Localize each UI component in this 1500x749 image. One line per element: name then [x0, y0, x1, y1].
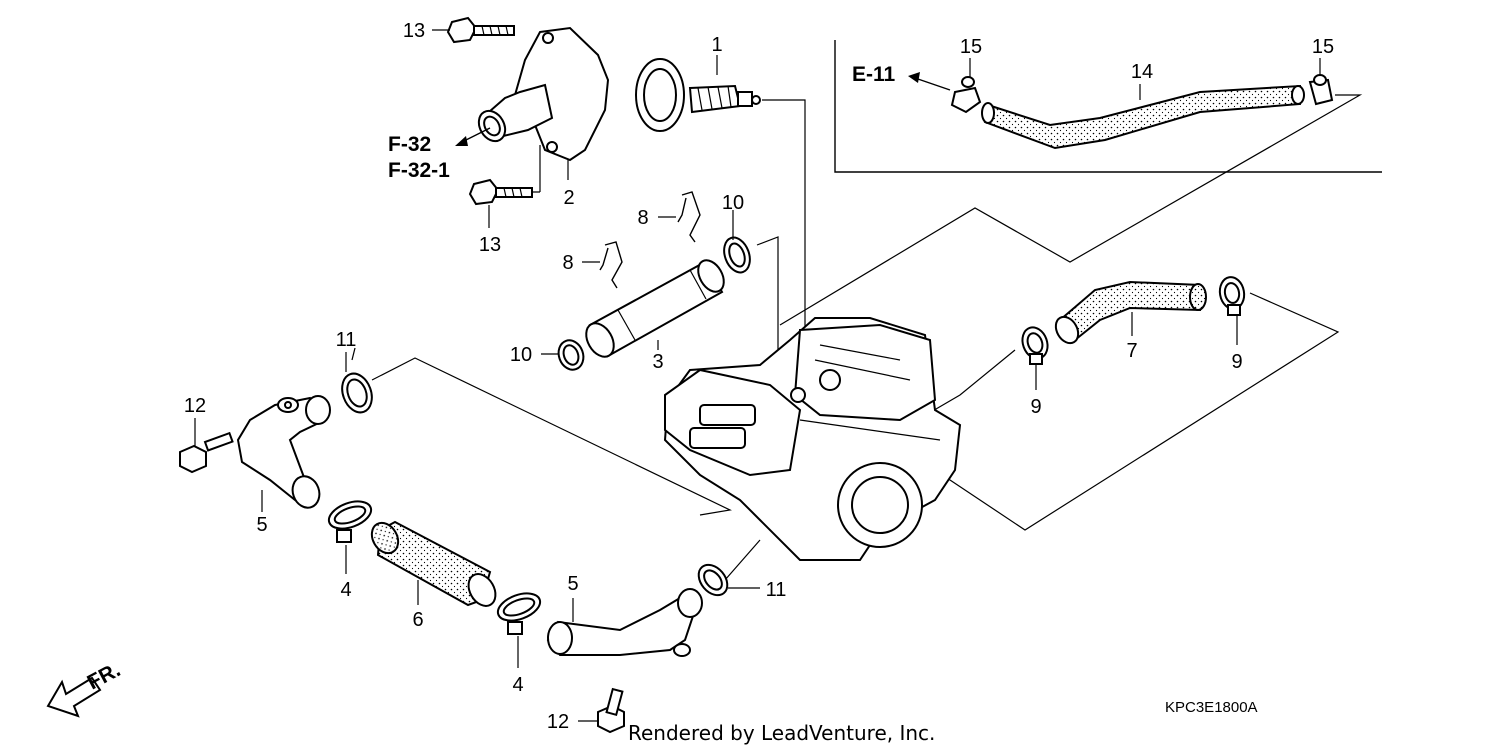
callout-12-left: 12: [184, 395, 206, 417]
callout-15-left: 15: [960, 36, 982, 58]
callout-6: 6: [412, 609, 423, 631]
callout-15-right: 15: [1312, 36, 1334, 58]
hose-clamp-4-right: [496, 592, 542, 635]
elbow-pipe-5-right: [546, 588, 703, 657]
inset-box: [834, 40, 1382, 173]
callout-11-bottom: 11: [766, 579, 787, 601]
bolt-12-bottom: [597, 687, 625, 734]
ref-f32: F-32: [388, 133, 431, 156]
hose-clamp-4-left: [327, 500, 373, 543]
ref-e11: E-11: [852, 63, 896, 86]
engine-block: [663, 317, 962, 561]
breather-hose-14: [981, 84, 1305, 150]
callout-4-left: 4: [340, 579, 351, 601]
bolt-13-bottom: [468, 178, 533, 206]
hose-clamp-9-left: [1021, 326, 1049, 365]
leader-lines: [351, 94, 1363, 581]
arrow-to-e11: [908, 72, 951, 91]
callout-labels: 1 2 3 4 4 5 5 6 7 8 8 9 9 10 10 11 11 12…: [184, 20, 1334, 733]
callout-13-top: 13: [403, 20, 425, 42]
render-credit: Rendered by LeadVenture, Inc.: [628, 721, 935, 745]
callout-9-right: 9: [1231, 351, 1242, 373]
callout-14: 14: [1131, 61, 1153, 83]
o-ring-11-bottom: [697, 563, 729, 597]
bolt-12-left: [179, 431, 234, 474]
callout-8-top: 8: [637, 207, 648, 229]
o-ring-10-top: [723, 236, 751, 274]
callout-13-bottom: 13: [479, 234, 501, 256]
diagram-code: KPC3E1800A: [1165, 699, 1258, 716]
reference-labels: F-32 F-32-1 E-11: [388, 63, 896, 182]
callout-9-left: 9: [1030, 396, 1041, 418]
water-pipe-3: [585, 259, 725, 358]
o-ring-11-top: [341, 372, 373, 414]
callout-3: 3: [652, 351, 663, 373]
elbow-pipe-5-left: [236, 395, 331, 509]
callout-7: 7: [1126, 340, 1137, 362]
clip-8-top: [677, 191, 701, 243]
clip-8-bottom: [599, 241, 623, 289]
water-hose-7: [1054, 280, 1207, 345]
callout-11-top: 11: [336, 329, 357, 351]
callout-10-bottom: 10: [510, 344, 532, 366]
ref-f32-1: F-32-1: [388, 159, 450, 182]
hose-clip-15-right: [1308, 74, 1334, 106]
callout-1: 1: [711, 34, 722, 56]
thermostat: [635, 58, 761, 132]
front-direction-arrow-icon: [46, 676, 102, 718]
callout-4-right: 4: [512, 674, 523, 696]
arrow-to-f32: [455, 127, 491, 146]
thermostat-cover: [477, 26, 610, 162]
callout-leaders: [194, 29, 1321, 722]
callout-8-bottom: 8: [562, 252, 573, 274]
o-ring-10-bottom: [557, 339, 585, 371]
hose-clamp-9-right: [1218, 276, 1246, 316]
callout-5-left: 5: [256, 514, 267, 536]
water-hose-6: [370, 520, 497, 607]
bolt-13-top: [446, 16, 515, 44]
callout-2: 2: [563, 187, 574, 209]
hose-clip-15-left: [950, 76, 982, 114]
callout-5-right: 5: [567, 573, 578, 595]
callout-12-bottom: 12: [547, 711, 569, 733]
callout-10-top: 10: [722, 192, 744, 214]
